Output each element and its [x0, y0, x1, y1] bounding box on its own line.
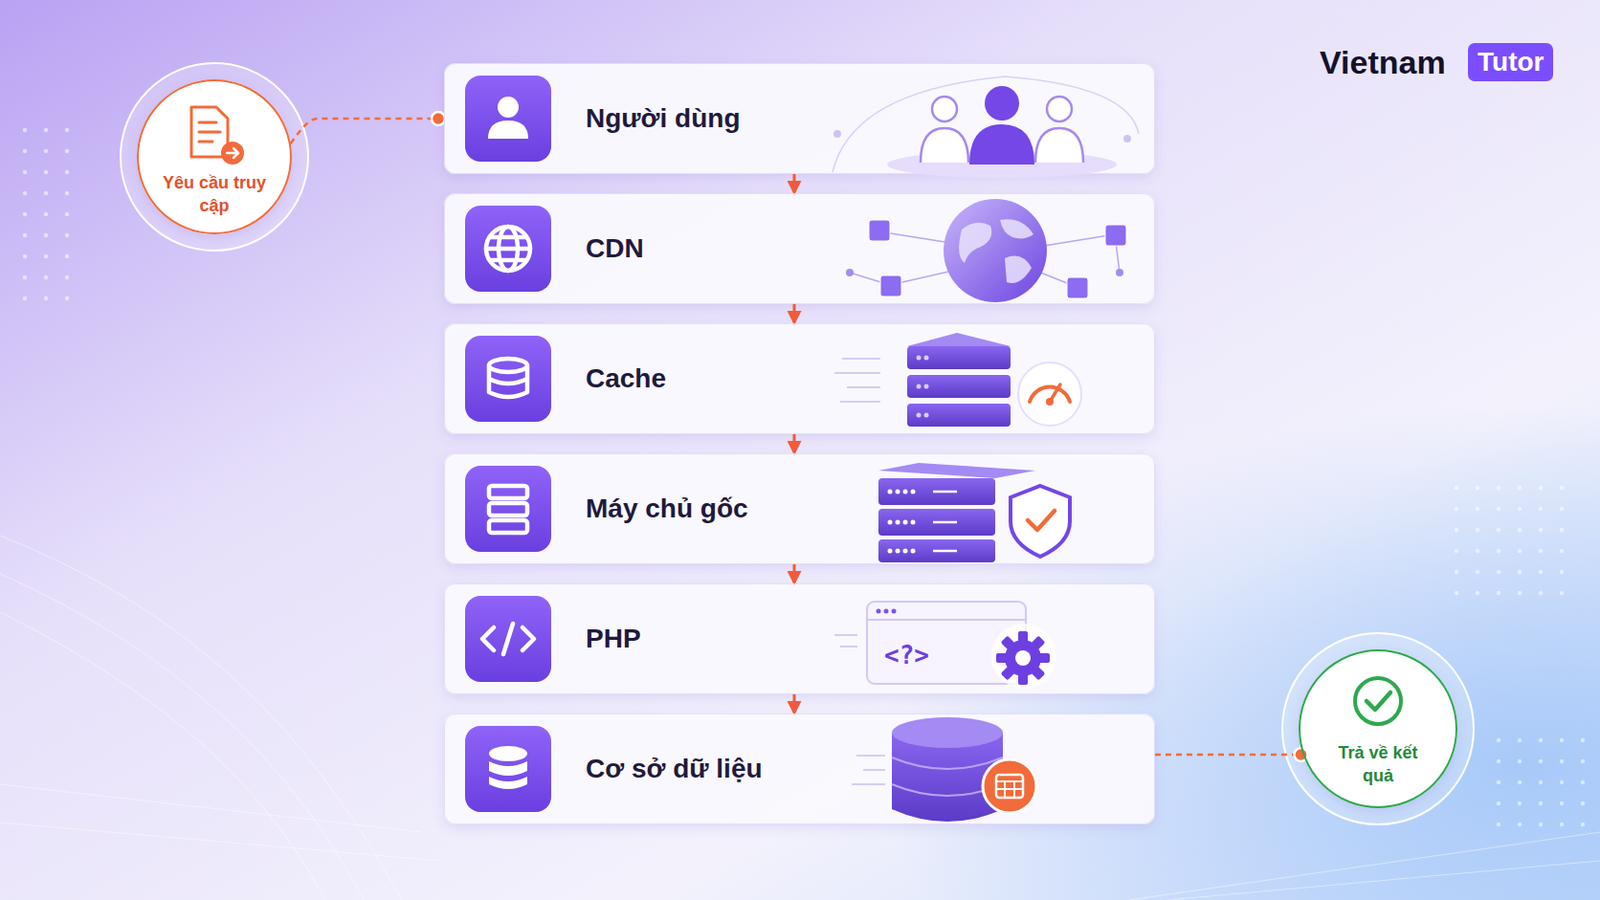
- connector-path: [1155, 754, 1304, 757]
- flow-arrow: [794, 174, 796, 193]
- dotted-connector: [1155, 748, 1309, 762]
- users-illustration: [832, 76, 1139, 178]
- process-box: CDN: [444, 193, 1156, 305]
- php-illustration: [834, 601, 1057, 689]
- process-box: Cache: [444, 323, 1156, 435]
- flow-arrow: [794, 564, 796, 583]
- brand-name: Vietnam: [1319, 43, 1446, 82]
- card-fill: [444, 193, 1156, 305]
- process-box: Máy chủ gốc: [444, 453, 1156, 565]
- dotted-connector: [290, 111, 445, 144]
- step-label: Người dùng: [585, 103, 740, 134]
- connector-path: [793, 174, 797, 193]
- circle-label: Yêu cầu truy cập: [160, 171, 268, 218]
- step-label: Máy chủ gốc: [585, 493, 749, 525]
- flow-arrow: [794, 304, 796, 323]
- connector-path: [793, 564, 797, 583]
- card-fill: [444, 453, 1156, 565]
- step-label: CDN: [585, 233, 645, 265]
- check-icon: [1355, 678, 1401, 725]
- flow-arrow: [794, 434, 796, 453]
- process-box: Cơ sở dữ liệu: [444, 713, 1156, 825]
- code-glyph: <?>: [884, 640, 930, 671]
- flow-arrow: [794, 694, 796, 713]
- connector-path: [290, 118, 445, 144]
- circle-label: Trả về kết quả: [1324, 741, 1432, 788]
- result-circle: Trả về kết quả: [1298, 649, 1458, 809]
- card-fill: [444, 713, 1156, 825]
- step-label: Cache: [585, 363, 667, 395]
- connector-path: [793, 434, 797, 453]
- connector-dot: [431, 111, 445, 126]
- process-box: Người dùng: [444, 63, 1156, 175]
- cache-illustration: [834, 333, 1082, 427]
- card-fill: [444, 63, 1156, 175]
- origin-server-illustration: [878, 463, 1070, 563]
- icon-tiles: [465, 75, 552, 813]
- card-fill: [444, 583, 1156, 695]
- step-label: Cơ sở dữ liệu: [585, 754, 763, 785]
- step-label: PHP: [585, 623, 642, 655]
- cdn-illustration: [845, 199, 1127, 303]
- circle-fill: [1298, 649, 1458, 809]
- request-circle: Yêu cầu truy cập: [136, 79, 292, 235]
- database-illustration: [851, 717, 1037, 823]
- connector-path: [793, 694, 797, 713]
- connector-path: [793, 304, 797, 323]
- request-icon: [191, 107, 245, 165]
- process-box: PHP: [444, 583, 1156, 695]
- card-fill: [444, 323, 1156, 435]
- brand-badge: Tutor: [1467, 43, 1554, 82]
- circle-fill: [136, 79, 292, 235]
- connector-dot: [1294, 748, 1309, 762]
